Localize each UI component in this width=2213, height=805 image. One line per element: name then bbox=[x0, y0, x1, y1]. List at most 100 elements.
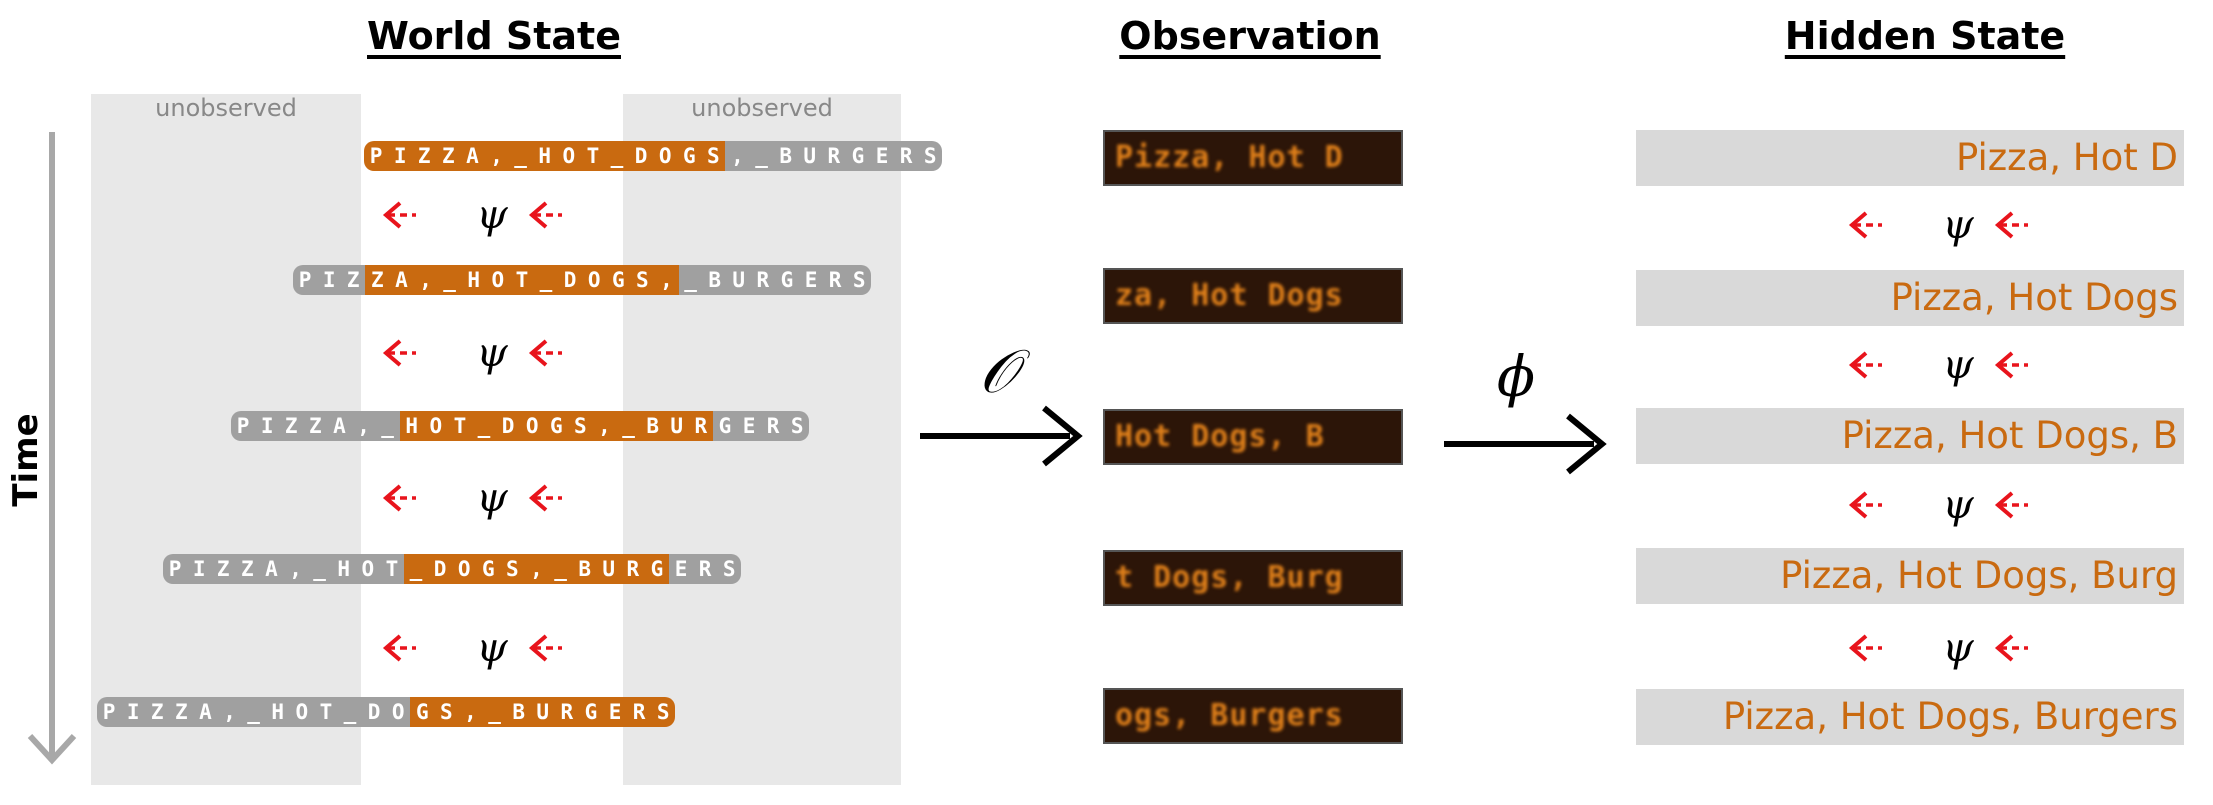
psi-symbol: ψ bbox=[476, 475, 508, 521]
unobserved-char-cell: B bbox=[702, 265, 727, 295]
unobserved-char-cell: T bbox=[313, 697, 338, 727]
unobserved-char-cell: _ bbox=[749, 141, 774, 171]
observation-heading: Observation bbox=[1119, 14, 1381, 58]
red-dashed-arrow bbox=[1850, 211, 1884, 239]
observed-char-cell: O bbox=[653, 141, 678, 171]
observation-text: Hot Dogs, B bbox=[1115, 419, 1325, 454]
observed-char-cell: B bbox=[640, 411, 665, 441]
unobserved-char-cell: Z bbox=[341, 265, 366, 295]
observed-char-cell: S bbox=[701, 141, 726, 171]
observed-char-cell: G bbox=[606, 265, 631, 295]
observed-char-cell: S bbox=[500, 554, 525, 584]
unobserved-char-cell: R bbox=[823, 265, 848, 295]
observed-char-cell: S bbox=[651, 697, 676, 727]
observed-char-cell: D bbox=[428, 554, 453, 584]
unobserved-char-cell: _ bbox=[337, 697, 363, 727]
unobserved-label-left: unobserved bbox=[155, 94, 297, 122]
observation-frame: za, Hot Dogs bbox=[1103, 268, 1403, 324]
psi-symbol: ψ bbox=[1942, 625, 1974, 671]
observed-char-cell: O bbox=[556, 141, 581, 171]
hidden-state-heading: Hidden State bbox=[1784, 14, 2066, 58]
unobserved-char-cell: R bbox=[761, 411, 786, 441]
unobserved-char-cell: _ bbox=[678, 265, 703, 295]
observed-char-cell: B bbox=[572, 554, 597, 584]
observed-char-cell: G bbox=[677, 141, 702, 171]
observed-char-cell: H bbox=[399, 411, 424, 441]
psi-symbol: ψ bbox=[476, 625, 508, 671]
unobserved-char-cell: I bbox=[255, 411, 280, 441]
observed-char-cell: _ bbox=[604, 141, 630, 171]
hidden-state-text: Pizza, Hot Dogs, B bbox=[1841, 414, 2178, 457]
red-dashed-arrow bbox=[384, 201, 418, 229]
observation-frame: Pizza, Hot D bbox=[1103, 130, 1403, 186]
unobserved-char-cell: S bbox=[717, 554, 742, 584]
psi-symbol: ψ bbox=[1942, 342, 1974, 388]
observed-char-cell: A bbox=[389, 265, 414, 295]
unobserved-char-cell: G bbox=[774, 265, 799, 295]
unobserved-char-cell: P bbox=[163, 554, 188, 584]
observed-char-cell: , bbox=[484, 141, 509, 171]
unobserved-char-cell: R bbox=[894, 141, 919, 171]
red-dashed-arrow bbox=[384, 484, 418, 512]
unobserved-char-cell: _ bbox=[307, 554, 332, 584]
observed-char-cell: _ bbox=[508, 141, 533, 171]
observed-char-cell: E bbox=[602, 697, 628, 727]
observation-operator-arrow: 𝒪 bbox=[920, 337, 1083, 467]
observed-char-cell: _ bbox=[471, 411, 497, 441]
observed-char-cell: T bbox=[580, 141, 605, 171]
unobserved-char-cell: P bbox=[231, 411, 256, 441]
unobserved-char-cell: Z bbox=[279, 411, 304, 441]
observed-char-cell: O bbox=[423, 411, 448, 441]
unobserved-char-cell: Z bbox=[211, 554, 236, 584]
psi-transition: ψ bbox=[384, 192, 564, 238]
observed-char-cell: _ bbox=[533, 265, 559, 295]
unobserved-char-cell: U bbox=[797, 141, 822, 171]
unobserved-char-cell: O bbox=[386, 697, 411, 727]
observed-char-cell: , bbox=[654, 265, 679, 295]
observed-char-cell: I bbox=[388, 141, 413, 171]
unobserved-char-cell: E bbox=[869, 141, 895, 171]
observed-char-cell: O bbox=[485, 265, 510, 295]
observation-frame: Hot Dogs, B bbox=[1103, 409, 1403, 465]
red-dashed-arrow bbox=[384, 339, 418, 367]
observation-text: Pizza, Hot D bbox=[1115, 140, 1344, 175]
hidden-state-text: Pizza, Hot Dogs, Burg bbox=[1780, 554, 2178, 597]
unobserved-char-cell: D bbox=[362, 697, 387, 727]
hidden-state-box: Pizza, Hot Dogs bbox=[1636, 270, 2184, 326]
observed-char-cell: , bbox=[458, 697, 483, 727]
red-dashed-arrow bbox=[1850, 491, 1884, 519]
observed-char-cell: D bbox=[496, 411, 521, 441]
unobserved-char-cell: I bbox=[187, 554, 212, 584]
observed-char-cell: T bbox=[447, 411, 472, 441]
observed-char-cell: B bbox=[506, 697, 531, 727]
hidden-state-box: Pizza, Hot Dogs, Burg bbox=[1636, 548, 2184, 604]
observed-char-cell: R bbox=[688, 411, 713, 441]
red-dashed-arrow bbox=[1996, 634, 2030, 662]
observed-char-cell: R bbox=[554, 697, 579, 727]
unobserved-char-cell: R bbox=[750, 265, 775, 295]
psi-transition: ψ bbox=[1850, 202, 2030, 248]
red-dashed-arrow bbox=[384, 634, 418, 662]
unobserved-char-cell: S bbox=[918, 141, 943, 171]
unobserved-char-cell: , bbox=[351, 411, 376, 441]
psi-symbol: ψ bbox=[476, 330, 508, 376]
observed-char-cell: U bbox=[664, 411, 689, 441]
psi-symbol: ψ bbox=[476, 192, 508, 238]
unobserved-char-cell: T bbox=[379, 554, 404, 584]
unobserved-char-cell: S bbox=[785, 411, 810, 441]
red-dashed-arrow bbox=[1996, 491, 2030, 519]
world-state-heading: World State bbox=[367, 14, 621, 58]
red-dashed-arrow bbox=[1850, 634, 1884, 662]
observed-char-cell: G bbox=[544, 411, 569, 441]
unobserved-char-cell: G bbox=[845, 141, 870, 171]
observation-frame: ogs, Burgers bbox=[1103, 688, 1403, 744]
observed-char-cell: H bbox=[461, 265, 486, 295]
observed-char-cell: R bbox=[620, 554, 645, 584]
unobserved-char-cell: I bbox=[317, 265, 342, 295]
